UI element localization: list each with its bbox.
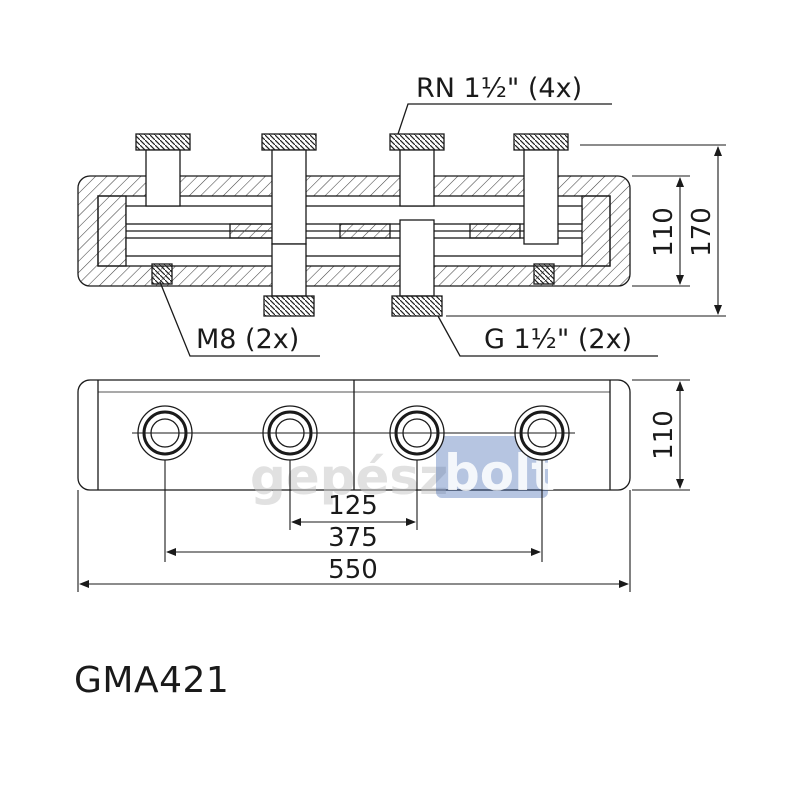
- callout-top: RN 1½" (4x): [397, 73, 612, 135]
- lower-chamber: [125, 237, 583, 257]
- top-connector-4: [513, 133, 569, 245]
- top-connector-1: [135, 133, 191, 207]
- top-connector-2: [261, 133, 317, 245]
- callout-bottom: G 1½" (2x): [437, 315, 658, 357]
- dim-height: [446, 144, 726, 317]
- bottom-connector-2: [391, 219, 443, 317]
- front-view: [77, 379, 631, 491]
- bottom-connector-1: [263, 243, 315, 317]
- dim-depth-label: 110: [649, 410, 679, 460]
- callout-m8-label: M8 (2x): [196, 324, 299, 355]
- section-view: [77, 133, 631, 317]
- callout-m8: M8 (2x): [159, 281, 320, 357]
- callout-bottom-label: G 1½" (2x): [484, 324, 632, 355]
- dim-depth: [632, 379, 690, 491]
- dim-height-inner-label: 110: [649, 207, 679, 257]
- dim-horizontal: [77, 460, 631, 592]
- model-name: GMA421: [74, 660, 230, 701]
- upper-chamber: [125, 205, 583, 225]
- dim-outer-span-label: 375: [328, 523, 378, 553]
- mount-bolt-right: [533, 263, 555, 285]
- dim-length-label: 550: [328, 555, 378, 585]
- callout-top-label: RN 1½" (4x): [416, 73, 582, 104]
- mount-bolt-left: [151, 263, 173, 285]
- top-connector-3: [389, 133, 445, 207]
- dim-pitch-label: 125: [328, 491, 378, 521]
- dim-height-total-label: 170: [687, 207, 717, 257]
